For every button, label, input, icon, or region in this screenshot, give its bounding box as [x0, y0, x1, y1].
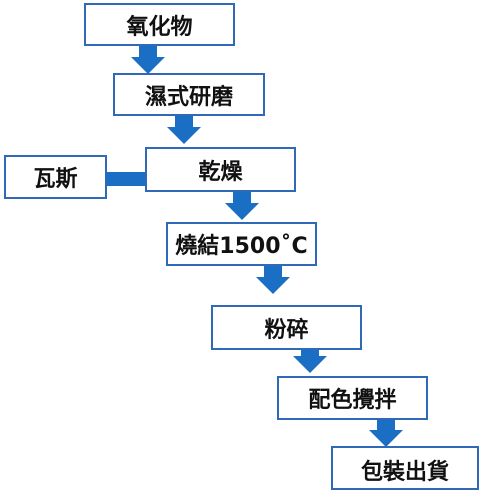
step-color-mixing: 配色攪拌 — [277, 376, 428, 420]
flow-arrows — [100, 45, 403, 447]
step-packaging: 包裝出貨 — [331, 446, 479, 490]
step-crushing: 粉碎 — [211, 305, 362, 350]
step-sintering: 燒結1500˚C — [166, 222, 317, 266]
step-wet-grinding: 濕式研磨 — [113, 73, 265, 116]
arrow-drying-to-sintering — [225, 191, 259, 220]
arrow-oxide-to-wet-grinding — [131, 45, 165, 74]
arrow-color-mixing-to-packaging — [369, 418, 403, 447]
input-gas: 瓦斯 — [4, 155, 107, 199]
arrow-crushing-to-color-mixing — [293, 344, 327, 373]
step-oxide: 氧化物 — [84, 3, 235, 46]
step-drying: 乾燥 — [145, 147, 296, 192]
arrow-wet-grinding-to-drying — [167, 115, 201, 144]
arrow-sintering-to-crushing — [256, 265, 290, 294]
